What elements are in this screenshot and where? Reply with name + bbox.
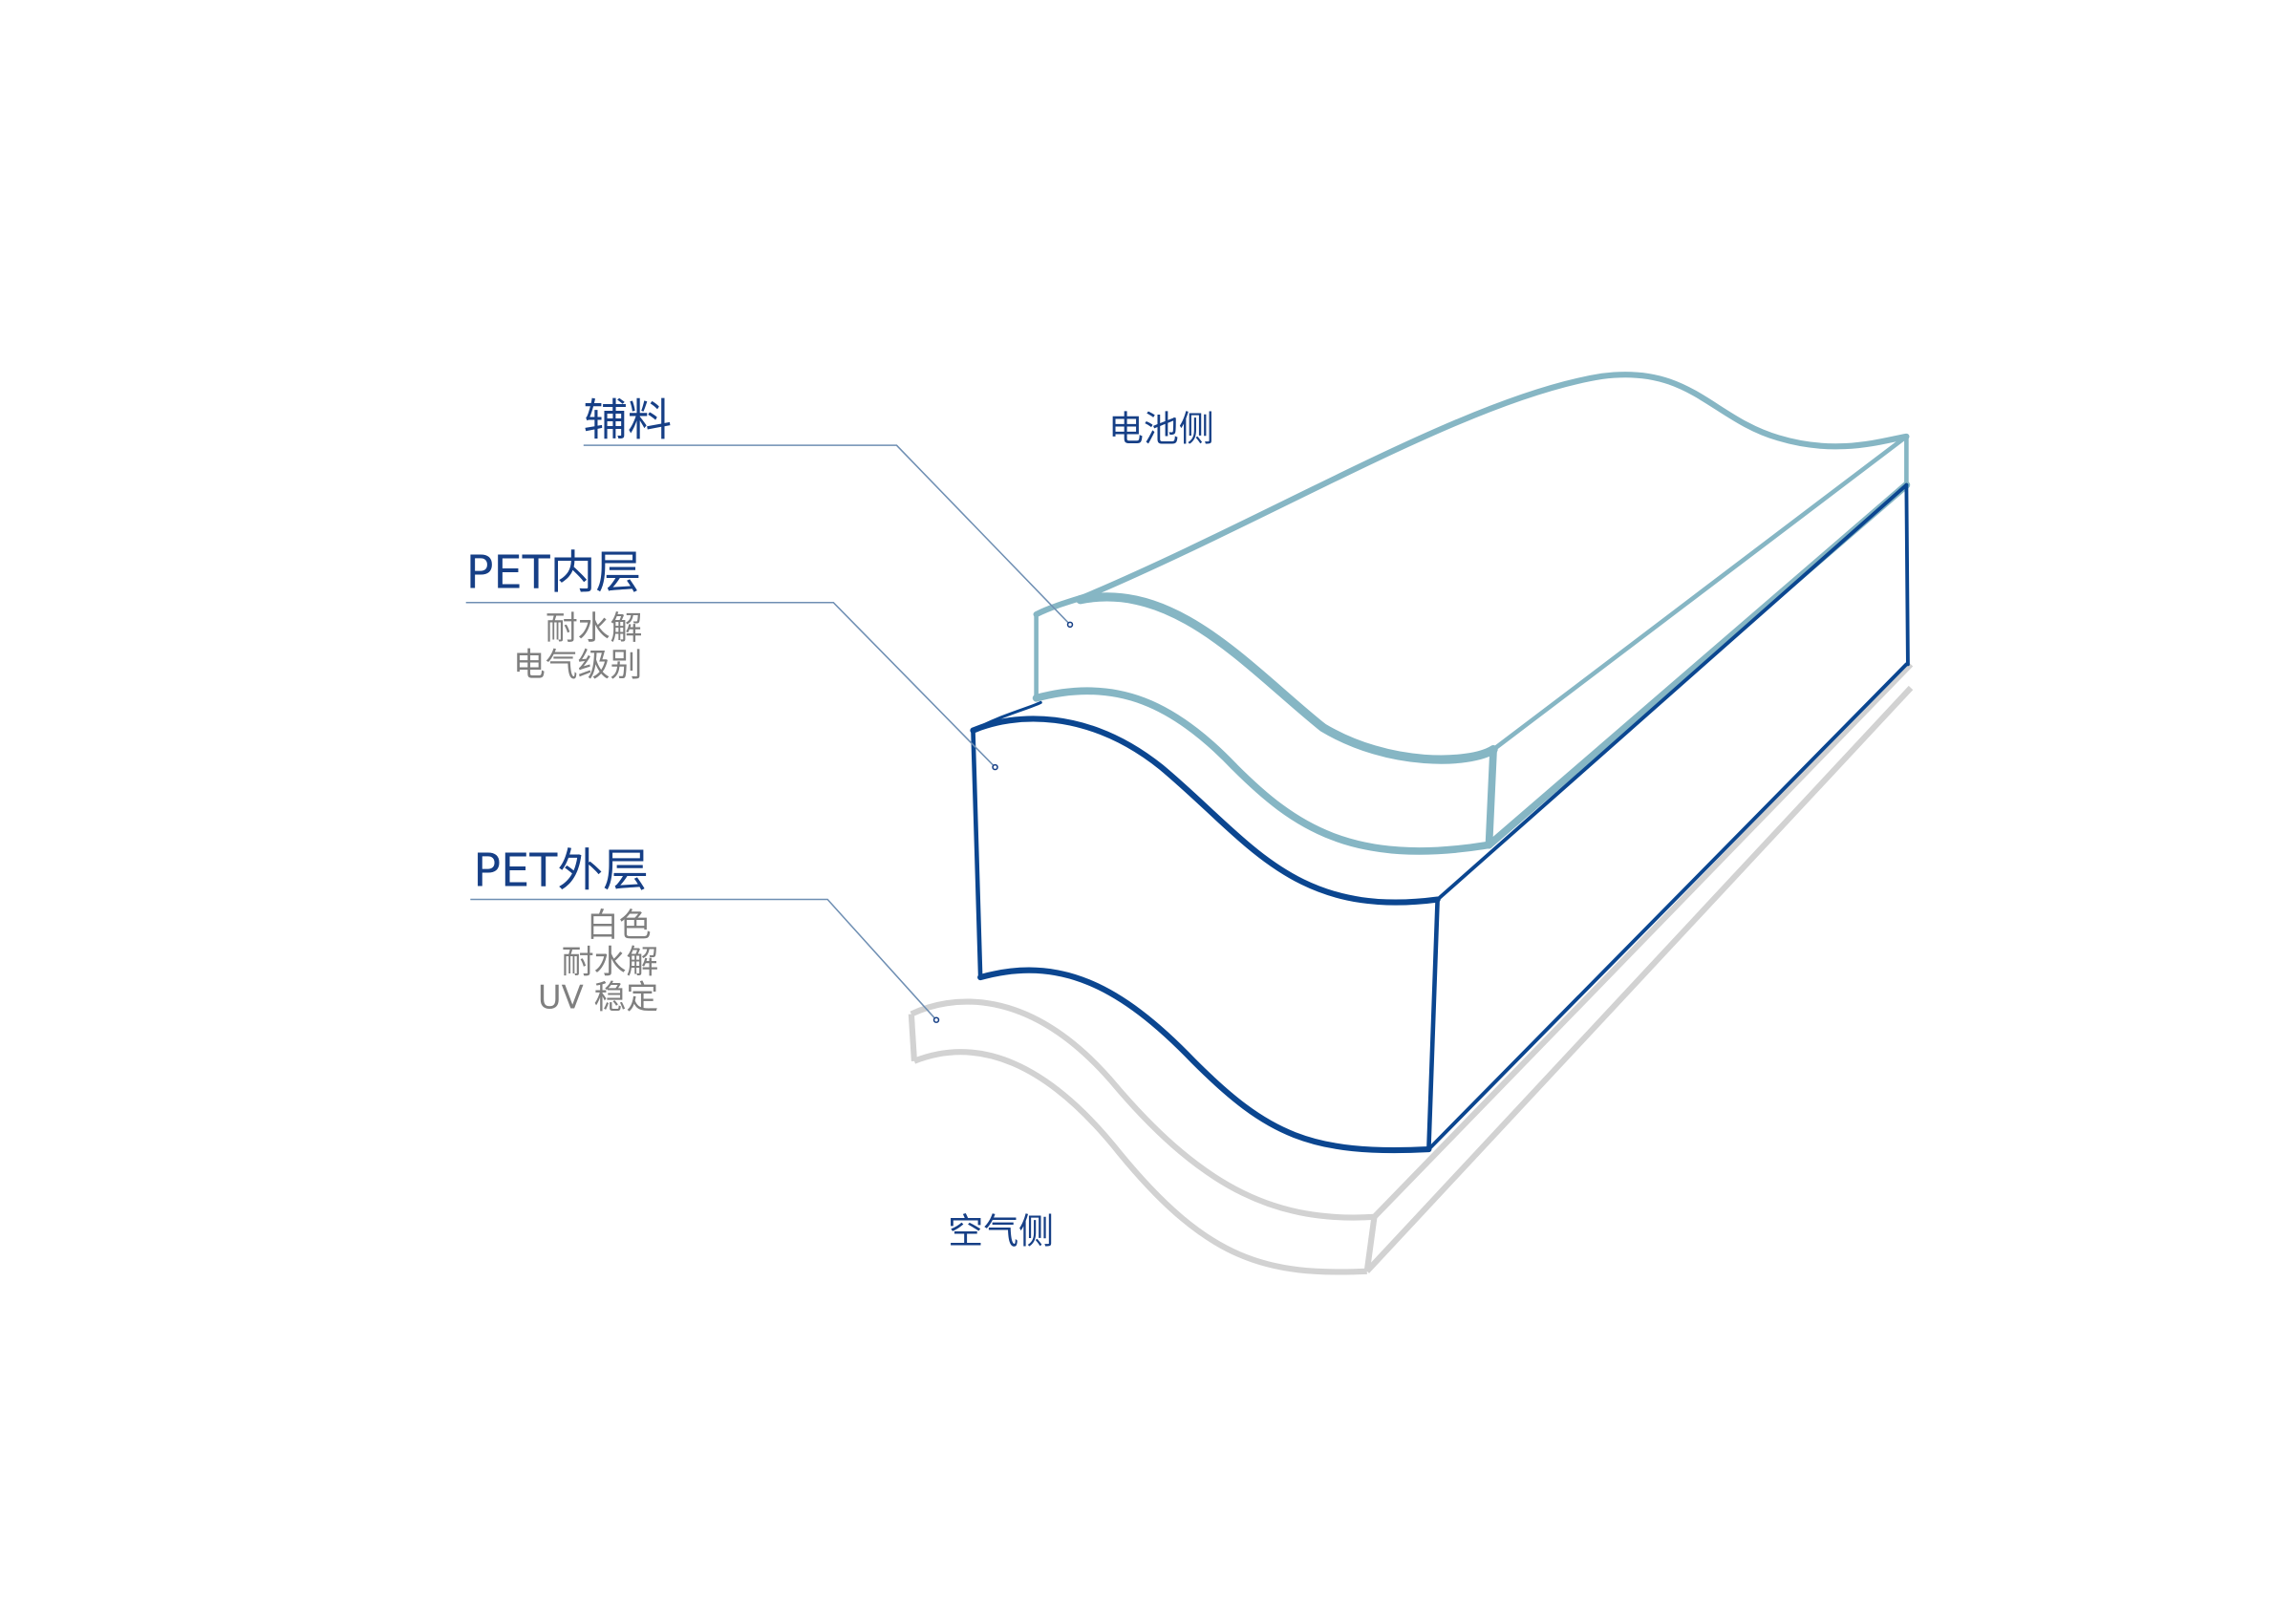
pet-inner-prop: 耐水解 [546,609,642,647]
pet-inner-prop: 电气级别 [513,647,642,684]
pet-layer [970,482,1910,1154]
label-pet-inner: PET内层 [466,546,641,599]
label-auxiliary: 辅料 [584,394,672,445]
pet-inner-leader-dot [992,763,998,771]
pet-outer-prop: 耐水解 [562,943,658,980]
pet-outer-prop: 白色 [587,907,652,944]
auxiliary-leader-dot [1066,621,1074,629]
leader-lines [465,444,1074,1023]
pet-outer-leader [470,898,937,1021]
label-pet-outer: PET外层 [473,845,648,898]
pet-outer-prop: UV 稳定 [538,978,658,1015]
air-side-layer [908,662,1914,1275]
auxiliary-leader [583,444,1071,626]
label-air-side: 空气侧 [948,1211,1054,1252]
pet-outer-leader-dot [932,1016,940,1023]
pet-inner-leader [465,602,996,768]
label-battery-side: 电池侧 [1108,409,1214,450]
